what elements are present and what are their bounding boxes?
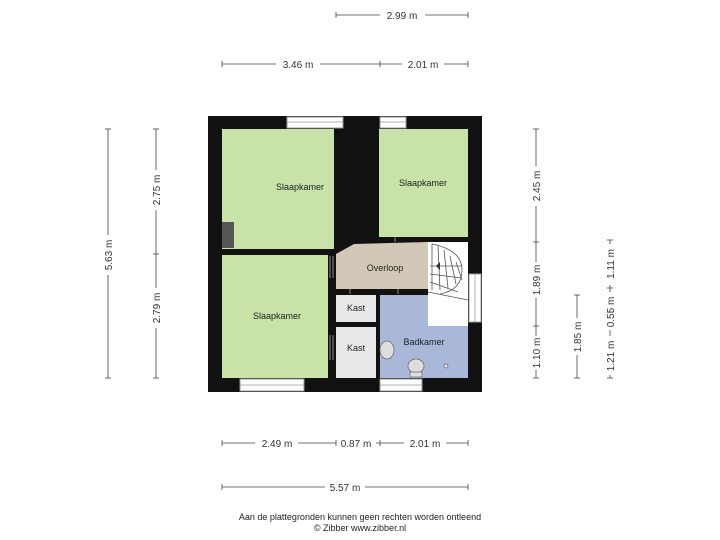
dim-far-right-b: 1.21 m (606, 341, 617, 372)
room-kast-bottom (336, 327, 376, 378)
toilet (407, 358, 425, 374)
label-kast-bottom: Kast (347, 343, 366, 353)
dim-top-total: 2.99 m (387, 11, 418, 22)
door-marks (329, 237, 399, 360)
window-top-right (379, 116, 407, 129)
label-badkamer: Badkamer (403, 337, 444, 347)
stair-lower-area (428, 300, 468, 326)
room-slaapkamer-top-right (379, 129, 468, 237)
footer-disclaimer: Aan de plattegronden kunnen geen rechten… (238, 512, 482, 522)
label-slaapkamer-top-left: Slaapkamer (276, 182, 324, 192)
footer-copyright: © Zibber www.zibber.nl (313, 523, 407, 533)
dim-bottom-3: 2.01 m (410, 439, 441, 450)
dim-left-lower: 2.79 m (152, 293, 163, 324)
dimension-lines (105, 12, 613, 490)
dim-right-middle: 1.89 m (532, 265, 543, 296)
window-lines (240, 121, 476, 386)
dim-far-right-d: 1.11 m (606, 249, 617, 279)
window-top-left (286, 116, 344, 129)
dim-right-upper: 2.45 m (532, 171, 543, 202)
label-slaapkamer-bottom-left: Slaapkamer (253, 311, 301, 321)
dim-bottom-total: 5.57 m (330, 483, 361, 494)
room-slaapkamer-top-left (222, 129, 334, 249)
dim-left-upper: 2.75 m (152, 175, 163, 206)
dim-far-right-a: 1.85 m (573, 322, 584, 353)
chimney (222, 222, 234, 248)
dim-bottom-2: 0.87 m (341, 439, 372, 450)
dim-top-left: 3.46 m (283, 60, 314, 71)
stair-arrow (436, 262, 440, 270)
label-overloop: Overloop (367, 263, 404, 273)
drain (443, 363, 449, 369)
dim-far-right-c: 0.55 m (606, 297, 617, 328)
sink (379, 340, 395, 360)
room-slaapkamer-bottom-left (222, 255, 328, 378)
label-slaapkamer-top-right: Slaapkamer (399, 178, 447, 188)
dim-left-total: 5.63 m (104, 240, 115, 271)
dim-right-lower: 1.10 m (532, 338, 543, 369)
label-kast-top: Kast (347, 303, 366, 313)
footer: Aan de plattegronden kunnen geen rechten… (0, 512, 720, 534)
bathroom-fixtures (379, 340, 449, 378)
dim-bottom-1: 2.49 m (262, 439, 293, 450)
room-kast-top (336, 295, 376, 322)
room-overloop (336, 242, 428, 289)
toilet-tank (409, 371, 423, 378)
dim-top-right: 2.01 m (408, 60, 439, 71)
